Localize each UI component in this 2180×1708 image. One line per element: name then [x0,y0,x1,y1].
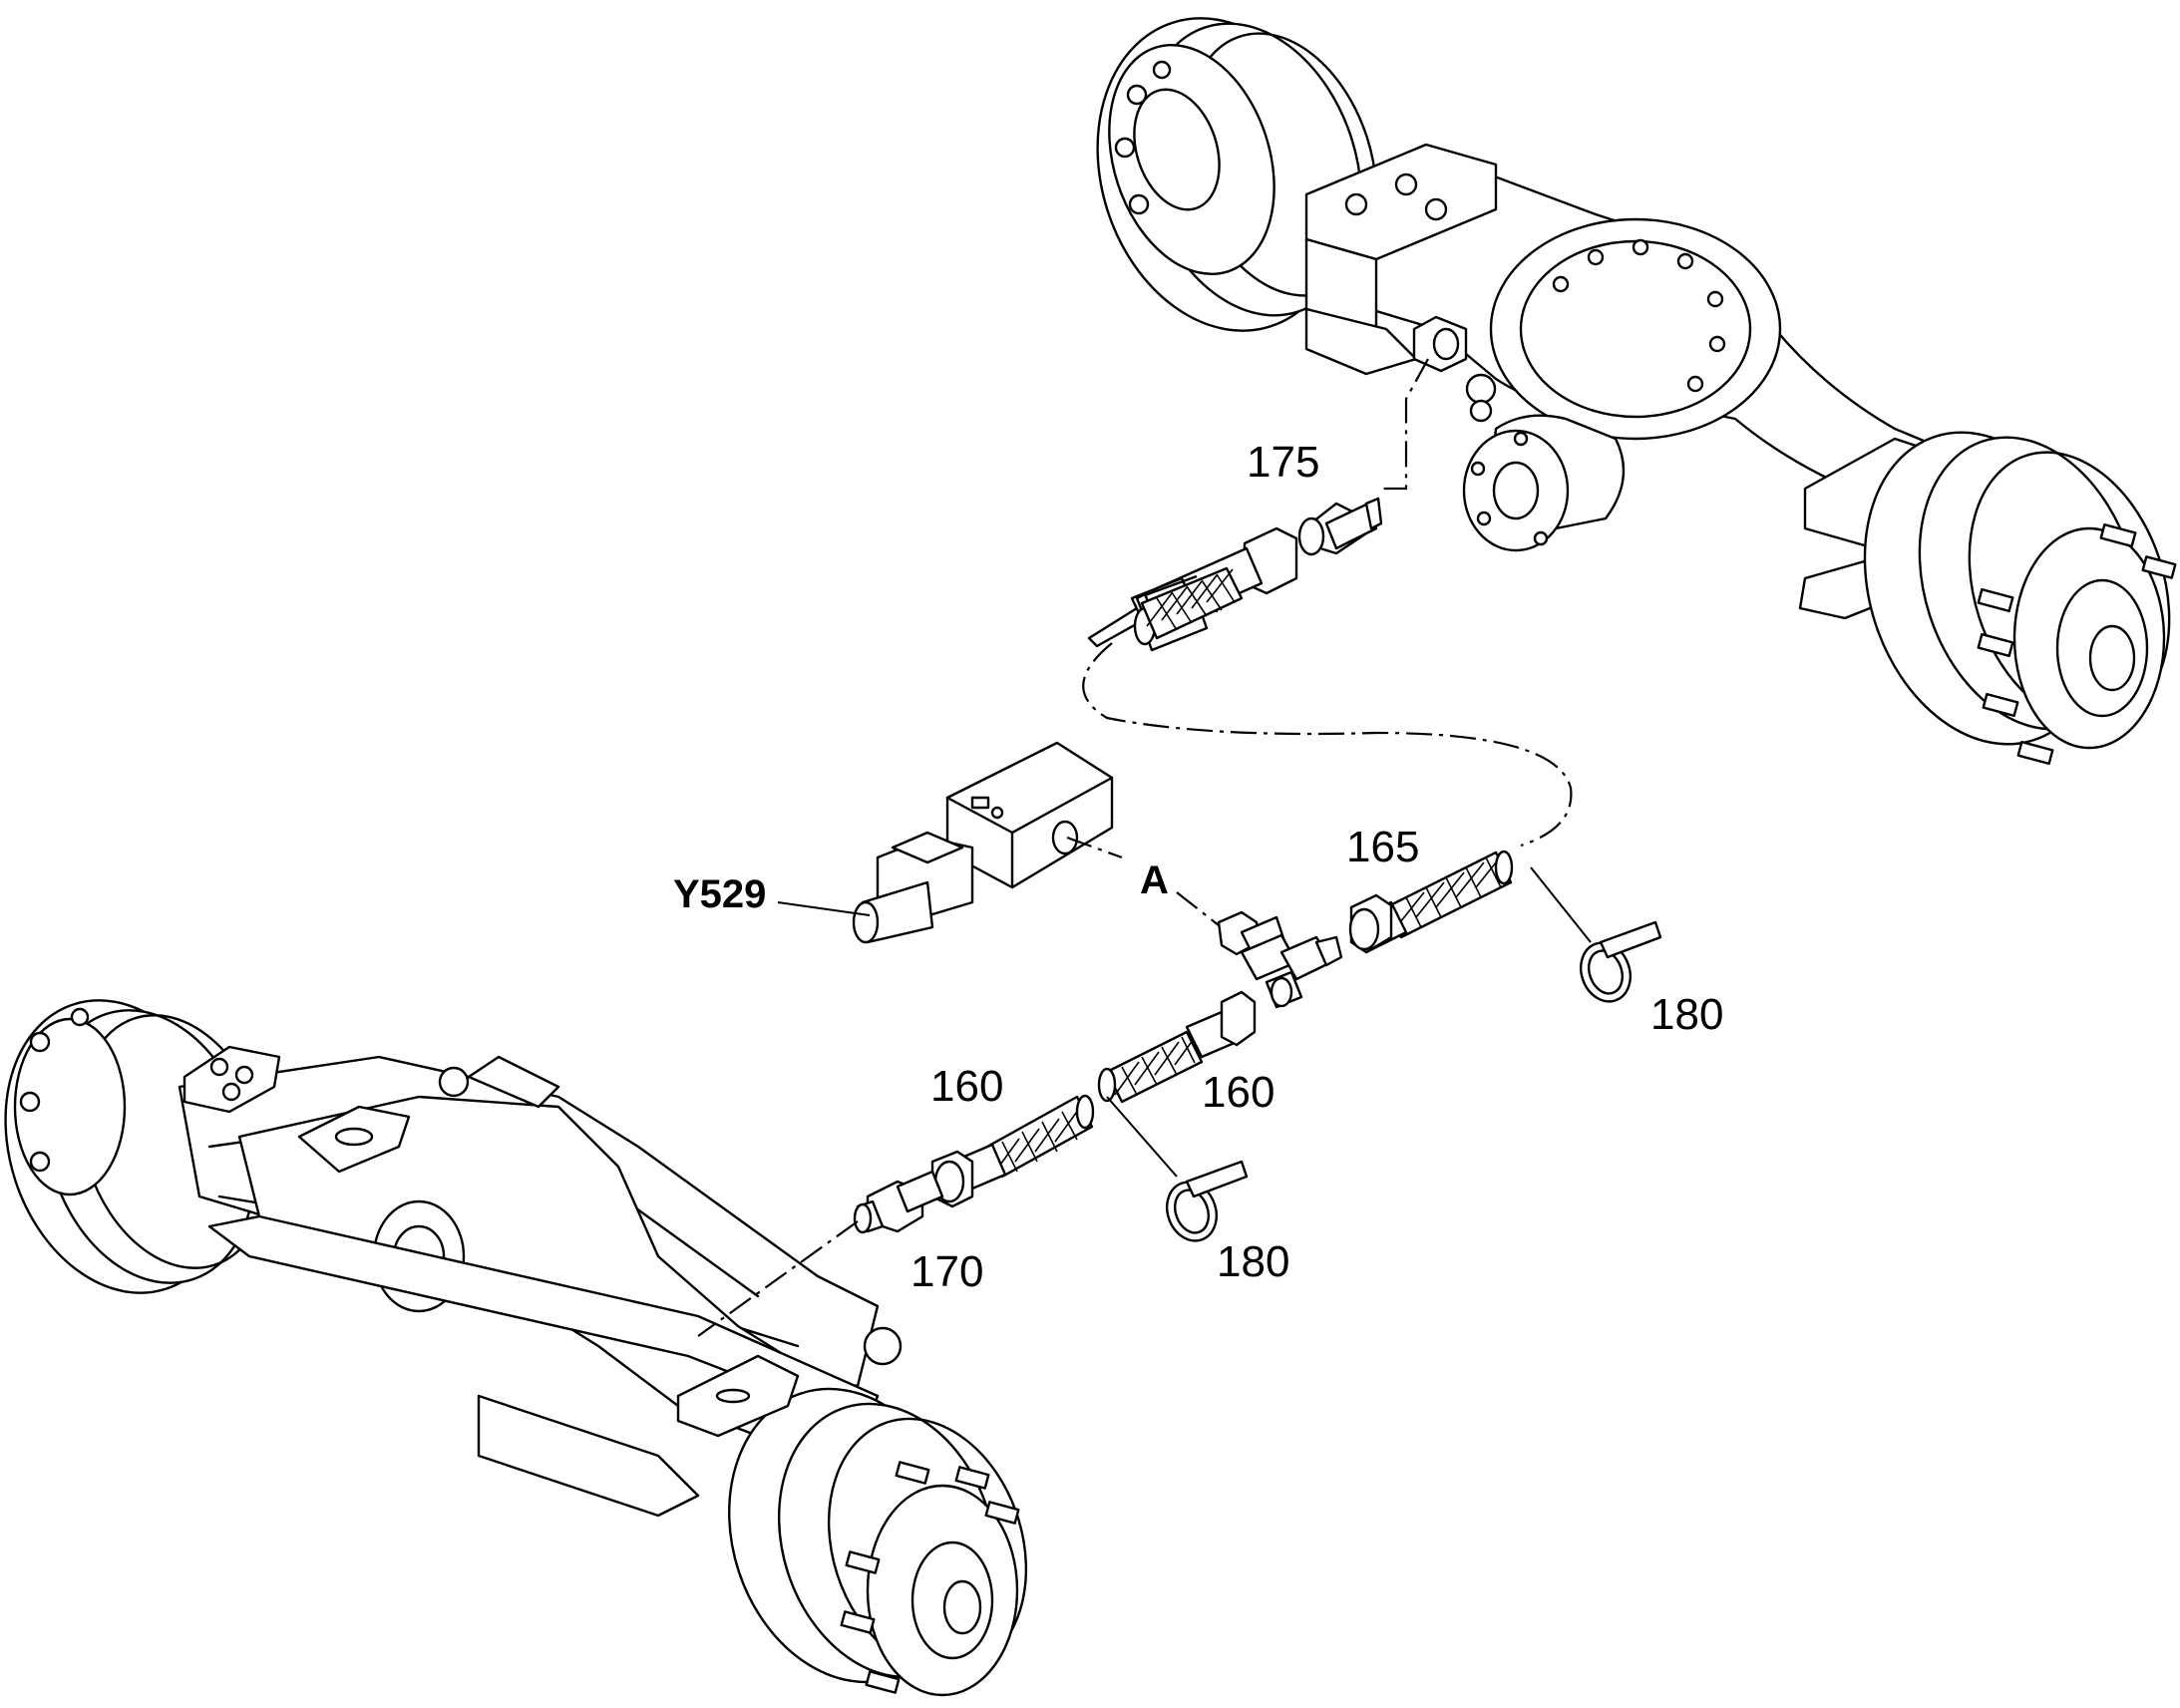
label-180-right: 180 [1650,990,1723,1039]
label-160-left: 160 [930,1062,1003,1111]
rear-right-wheel [1863,431,2177,766]
front-right-wheel [728,1387,1028,1697]
centerline-rear-to-175 [1382,358,1429,491]
centerline-170-front [697,1220,859,1337]
centerline-a-fitting [1176,891,1220,926]
label-a: A [1140,858,1169,902]
centerline-valve-a [1066,836,1123,859]
leader-180-right [1530,866,1592,943]
label-170: 170 [910,1247,983,1296]
diff-bolt-ring [1552,238,1726,393]
hose-160-left [930,1094,1095,1208]
rear-axle-assembly [1096,17,2177,766]
label-y529: Y529 [673,872,766,916]
leader-y529 [777,901,871,916]
fitting-a [1217,910,1343,1009]
hose-160-right [1097,990,1257,1104]
solenoid-valve-y529 [852,741,1114,944]
clamp-180-left [1166,1160,1249,1242]
label-175: 175 [1247,438,1319,487]
hose-upper-braid [1140,566,1244,640]
hose-165 [1348,850,1514,954]
rear-right-studs [1977,522,2177,766]
centerline-hose-loop [1082,642,1573,848]
label-160-right: 160 [1202,1068,1274,1117]
fitting-175 [1297,497,1383,556]
label-165: 165 [1346,823,1419,871]
fitting-170 [853,1170,944,1234]
front-axle-assembly [4,999,1028,1697]
front-right-studs [840,1461,1020,1694]
label-180-left: 180 [1217,1237,1289,1286]
clamp-180-right [1580,920,1662,1003]
leader-180-left [1106,1096,1178,1178]
